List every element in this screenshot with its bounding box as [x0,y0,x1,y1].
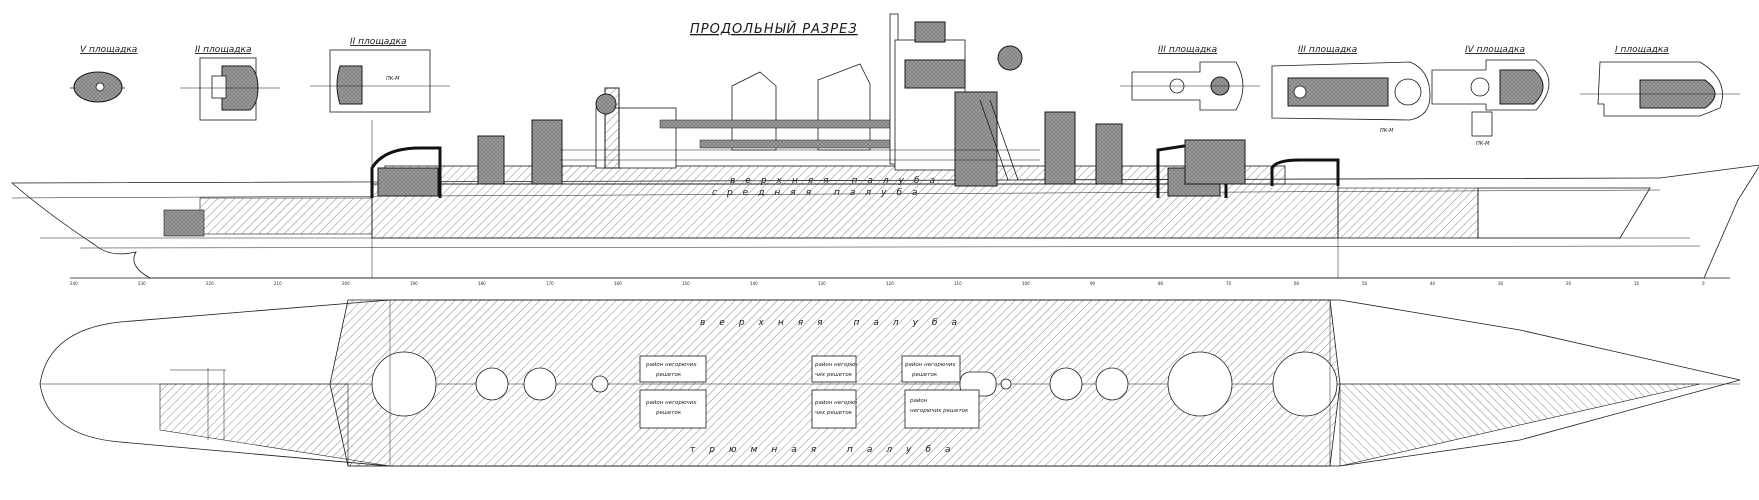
frame-number: 80 [1158,281,1164,286]
deck-label-middle: средняя палуба [712,188,928,198]
frame-scale: 240 230 220 210 200 190 180 170 160 150 … [70,281,1705,286]
frame-number: 220 [206,281,214,286]
platform-view-5: III площадка ПК-М [1271,45,1431,134]
frame-number: 70 [1226,281,1232,286]
frame-number: 110 [954,281,962,286]
frame-number: 160 [614,281,622,286]
platform-view-6: IV площадка ПК-М [1431,45,1550,147]
svg-text:район негорючих: район негорючих [645,362,697,368]
grating-area-box-2: район негорючих решеток [639,389,707,429]
frame-number: 190 [410,281,418,286]
frame-number: 210 [274,281,282,286]
frame-number: 30 [1498,281,1504,286]
svg-text:чих решеток: чих решеток [815,410,853,416]
svg-text:район негорю-: район негорю- [814,400,858,406]
svg-text:район: район [909,398,928,404]
frame-number: 200 [342,281,350,286]
side-elevation: верхняя палуба средняя палуба [10,13,1759,279]
plan-view: верхняя палуба трюмная палуба район него… [39,299,1741,467]
grating-area-box-6: район негорючих решеток [904,389,980,429]
svg-text:негорючих решеток: негорючих решеток [910,408,969,414]
grating-area-box-5: район негорючих решеток [901,355,961,383]
svg-text:чих решеток: чих решеток [815,372,853,378]
secondary-mounts [477,111,1246,185]
frame-number: 140 [750,281,758,286]
frame-number: 180 [478,281,486,286]
platform-label: V площадка [80,45,137,55]
svg-text:район негорючих: район негорючих [904,362,956,368]
platform-label: III площадка [1298,45,1357,55]
svg-text:решеток: решеток [911,372,938,378]
frame-number: 0 [1702,281,1705,286]
frame-number: 60 [1294,281,1300,286]
frame-number: 90 [1090,281,1096,286]
drawing-title: ПРОДОЛЬНЫЙ РАЗРЕЗ [690,21,858,37]
svg-text:район негорю-: район негорю- [814,362,858,368]
frame-number: 120 [886,281,894,286]
frame-number: 40 [1430,281,1436,286]
deck-label-hold-plan: трюмная палуба [690,445,965,455]
frame-number: 130 [818,281,826,286]
frame-number: 240 [70,281,78,286]
svg-text:решеток: решеток [655,372,682,378]
platform-view-3: II площадка ПК-М [310,37,450,113]
frame-number: 170 [546,281,554,286]
deck-label-upper-plan: верхняя палуба [700,318,971,328]
frame-number: 150 [682,281,690,286]
svg-text:район негорючих: район негорючих [645,400,697,406]
grating-area-box-4: район негорю- чих решеток [811,389,858,429]
svg-text:решеток: решеток [655,410,682,416]
platform-mark: ПК-М [386,76,400,82]
platform-label: III площадка [1158,45,1217,55]
platform-label: I площадка [1615,45,1669,55]
platform-label: IV площадка [1465,45,1525,55]
platform-view-2: II площадка [180,45,280,121]
platform-view-4: III площадка [1120,45,1260,111]
platform-label: II площадка [195,45,251,55]
platform-view-1: V площадка [70,45,137,103]
grating-area-box-1: район негорючих решеток [639,355,707,383]
platform-mark: ПК-М [1476,141,1490,147]
frame-number: 230 [138,281,146,286]
platform-view-7: I площадка [1580,45,1740,117]
grating-area-box-3: район негорю- чих решеток [811,355,858,383]
frame-number: 100 [1022,281,1030,286]
platform-mark: ПК-М [1380,128,1394,134]
frame-number: 20 [1566,281,1572,286]
frame-number: 10 [1634,281,1640,286]
platform-label: II площадка [350,37,406,47]
frame-number: 50 [1362,281,1368,286]
